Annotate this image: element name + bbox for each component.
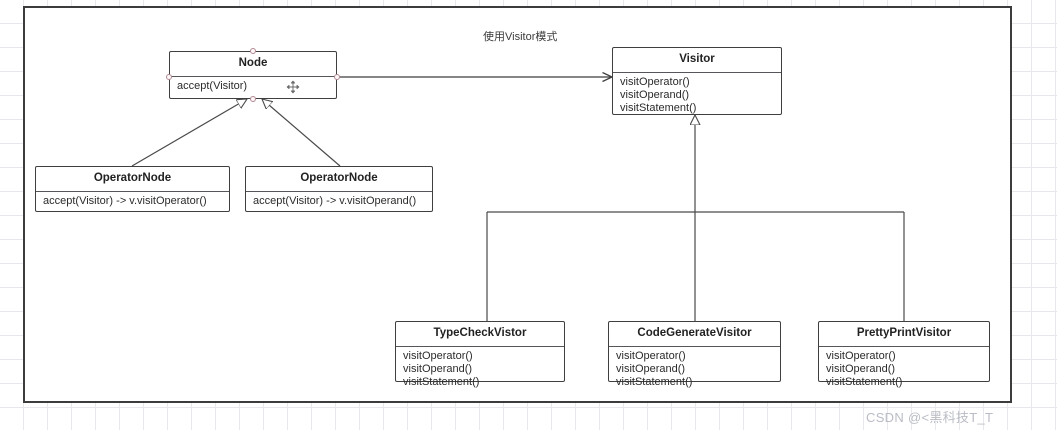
class-name-visitor: Visitor (613, 48, 781, 73)
class-members-typecheck-visitor: visitOperator() visitOperand() visitStat… (396, 347, 564, 392)
class-member: accept(Visitor) -> v.visitOperand() (253, 194, 417, 207)
class-members-node: accept(Visitor) (170, 77, 336, 96)
class-members-codegenerate-visitor: visitOperator() visitOperand() visitStat… (609, 347, 780, 392)
class-name-operand-node: OperatorNode (246, 167, 432, 192)
class-box-operand-node[interactable]: OperatorNode accept(Visitor) -> v.visitO… (245, 166, 433, 212)
class-members-visitor: visitOperator() visitOperand() visitStat… (613, 73, 781, 118)
move-handle-icon[interactable] (286, 80, 300, 94)
class-member: accept(Visitor) (177, 79, 248, 92)
class-member: visitStatement() (620, 101, 697, 114)
class-member: accept(Visitor) -> v.visitOperator() (43, 194, 207, 207)
class-name-codegenerate-visitor: CodeGenerateVisitor (609, 322, 780, 347)
class-member: visitOperator() (620, 75, 690, 88)
class-name-prettyprint-visitor: PrettyPrintVisitor (819, 322, 989, 347)
class-box-prettyprint-visitor[interactable]: PrettyPrintVisitor visitOperator() visit… (818, 321, 990, 388)
class-name-node: Node (170, 52, 336, 77)
class-member: visitOperator() (403, 349, 473, 362)
class-member: visitOperator() (826, 349, 896, 362)
class-name-typecheck-visitor: TypeCheckVistor (396, 322, 564, 347)
anchor-node-right[interactable] (334, 74, 340, 80)
class-members-operand-node: accept(Visitor) -> v.visitOperand() (246, 192, 432, 211)
class-members-operator-node: accept(Visitor) -> v.visitOperator() (36, 192, 229, 211)
class-box-operator-node[interactable]: OperatorNode accept(Visitor) -> v.visitO… (35, 166, 230, 212)
class-member: visitStatement() (616, 375, 693, 388)
class-box-codegenerate-visitor[interactable]: CodeGenerateVisitor visitOperator() visi… (608, 321, 781, 388)
anchor-node-left[interactable] (166, 74, 172, 80)
anchor-node-bottom[interactable] (250, 96, 256, 102)
class-box-node[interactable]: Node accept(Visitor) (169, 51, 337, 99)
class-members-prettyprint-visitor: visitOperator() visitOperand() visitStat… (819, 347, 989, 392)
class-member: visitOperand() (616, 362, 686, 375)
class-member: visitOperand() (620, 88, 690, 101)
class-box-visitor[interactable]: Visitor visitOperator() visitOperand() v… (612, 47, 782, 115)
class-member: visitOperator() (616, 349, 686, 362)
diagram-caption: 使用Visitor模式 (483, 31, 558, 43)
anchor-node-top[interactable] (250, 48, 256, 54)
watermark: CSDN @<黑科技T_T (866, 410, 994, 425)
class-member: visitStatement() (403, 375, 480, 388)
class-name-operator-node: OperatorNode (36, 167, 229, 192)
class-member: visitOperand() (826, 362, 896, 375)
class-box-typecheck-visitor[interactable]: TypeCheckVistor visitOperator() visitOpe… (395, 321, 565, 388)
class-member: visitStatement() (826, 375, 903, 388)
class-member: visitOperand() (403, 362, 473, 375)
